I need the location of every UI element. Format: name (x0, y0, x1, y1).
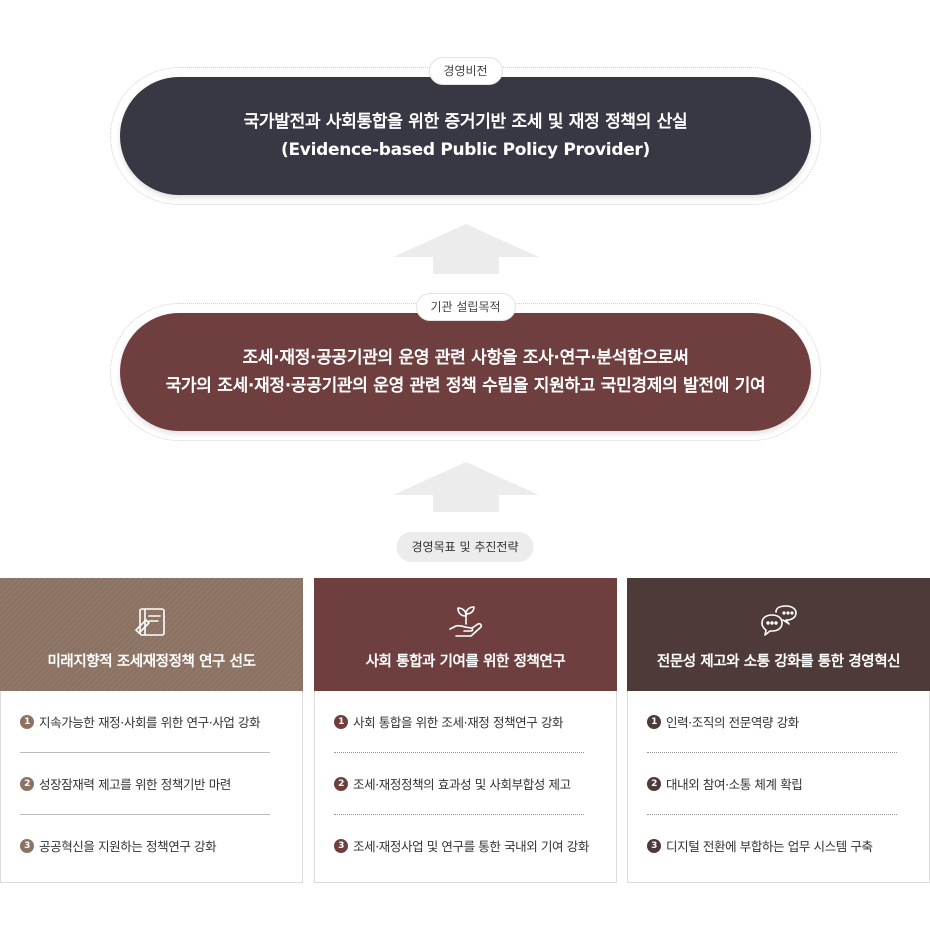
goal-list: 1 지속가능한 재정·사회를 위한 연구·사업 강화 2 성장잠재력 제고를 위… (0, 691, 303, 883)
up-arrow-icon (393, 224, 539, 274)
list-item-text: 조세·재정사업 및 연구를 통한 국내외 기여 강화 (353, 839, 589, 854)
vision-box: 국가발전과 사회통합을 위한 증거기반 조세 및 재정 정책의 산실 (Evid… (120, 77, 811, 195)
number-badge: 2 (647, 776, 661, 791)
goal-column-research: 미래지향적 조세재정정책 연구 선도 1 지속가능한 재정·사회를 위한 연구·… (0, 578, 303, 883)
goal-title: 전문성 제고와 소통 강화를 통한 경영혁신 (656, 654, 901, 670)
list-item: 3 조세·재정사업 및 연구를 통한 국내외 기여 강화 (334, 814, 589, 876)
number-badge: 2 (334, 776, 348, 791)
number-badge: 3 (334, 838, 348, 853)
list-item: 2 성장잠재력 제고를 위한 정책기반 마련 (20, 752, 270, 814)
goal-list: 1 사회 통합을 위한 조세·재정 정책연구 강화 2 조세·재정정책의 효과성… (314, 691, 617, 883)
list-item: 2 조세·재정정책의 효과성 및 사회부합성 제고 (334, 752, 584, 814)
list-item-text: 사회 통합을 위한 조세·재정 정책연구 강화 (353, 715, 564, 730)
vision-frame: 경영비전 국가발전과 사회통합을 위한 증거기반 조세 및 재정 정책의 산실 … (110, 57, 821, 205)
list-item-text: 대내외 참여·소통 체계 확립 (666, 777, 803, 792)
list-item-text: 조세·재정정책의 효과성 및 사회부합성 제고 (353, 777, 571, 792)
number-badge: 1 (20, 714, 34, 729)
goal-column-management: 전문성 제고와 소통 강화를 통한 경영혁신 1 인력·조직의 전문역량 강화 … (627, 578, 930, 883)
goal-header: 미래지향적 조세재정정책 연구 선도 (0, 578, 303, 691)
goal-column-social: 사회 통합과 기여를 위한 정책연구 1 사회 통합을 위한 조세·재정 정책연… (314, 578, 617, 883)
goals-tag: 경영목표 및 추진전략 (396, 532, 534, 562)
vision-line-2: (Evidence-based Public Policy Provider) (281, 140, 650, 160)
hand-sprout-icon (448, 606, 482, 637)
book-pen-icon (134, 608, 165, 636)
list-item: 2 대내외 참여·소통 체계 확립 (647, 752, 897, 814)
list-item: 1 사회 통합을 위한 조세·재정 정책연구 강화 (334, 691, 584, 752)
chat-bubbles-icon (760, 605, 797, 636)
goal-header: 사회 통합과 기여를 위한 정책연구 (314, 578, 617, 691)
number-badge: 1 (647, 714, 661, 729)
purpose-box: 조세·재정·공공기관의 운영 관련 사항을 조사·연구·분석함으로써 국가의 조… (120, 313, 811, 431)
list-item-text: 디지털 전환에 부합하는 업무 시스템 구축 (666, 839, 873, 854)
goal-title: 미래지향적 조세재정정책 연구 선도 (47, 654, 256, 670)
purpose-line-2: 국가의 조세·재정·공공기관의 운영 관련 정책 수립을 지원하고 국민경제의 … (165, 376, 766, 396)
list-item: 3 공공혁신을 지원하는 정책연구 강화 (20, 814, 270, 876)
goal-header: 전문성 제고와 소통 강화를 통한 경영혁신 (627, 578, 930, 691)
purpose-frame: 기관 설립목적 조세·재정·공공기관의 운영 관련 사항을 조사·연구·분석함으… (110, 293, 821, 441)
list-item-text: 공공혁신을 지원하는 정책연구 강화 (39, 839, 217, 854)
goal-list: 1 인력·조직의 전문역량 강화 2 대내외 참여·소통 체계 확립 3 디지털… (627, 691, 930, 883)
list-item: 1 인력·조직의 전문역량 강화 (647, 691, 897, 752)
goal-title: 사회 통합과 기여를 위한 정책연구 (365, 654, 566, 670)
list-item-text: 인력·조직의 전문역량 강화 (666, 715, 799, 730)
list-item: 1 지속가능한 재정·사회를 위한 연구·사업 강화 (20, 691, 270, 752)
list-item-text: 성장잠재력 제고를 위한 정책기반 마련 (39, 777, 231, 792)
vision-tag: 경영비전 (428, 57, 503, 85)
number-badge: 2 (20, 776, 34, 791)
purpose-line-1: 조세·재정·공공기관의 운영 관련 사항을 조사·연구·분석함으로써 (242, 348, 689, 368)
up-arrow-icon (393, 462, 539, 512)
list-item-text: 지속가능한 재정·사회를 위한 연구·사업 강화 (39, 715, 261, 730)
purpose-tag: 기관 설립목적 (415, 293, 516, 321)
list-item: 3 디지털 전환에 부합하는 업무 시스템 구축 (647, 814, 897, 876)
vision-line-1: 국가발전과 사회통합을 위한 증거기반 조세 및 재정 정책의 산실 (243, 112, 688, 132)
number-badge: 3 (647, 838, 661, 853)
number-badge: 3 (20, 838, 34, 853)
number-badge: 1 (334, 714, 348, 729)
